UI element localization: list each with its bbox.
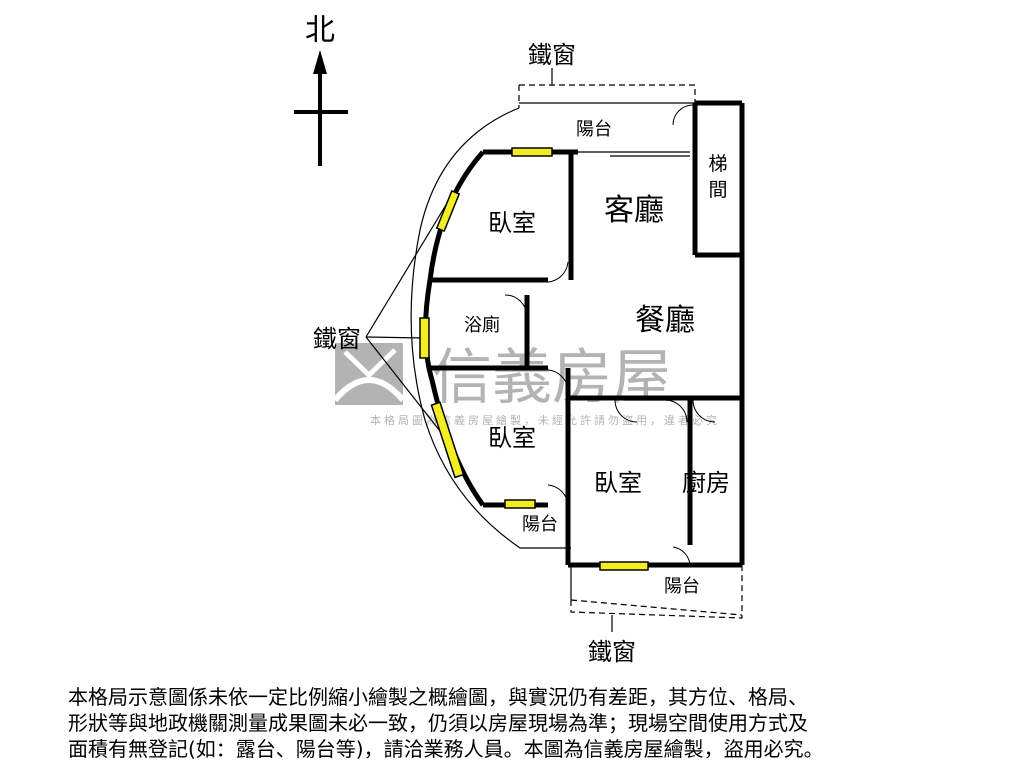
north-label: 北	[305, 13, 335, 48]
disclaimer-line: 本格局示意圖係未依一定比例縮小繪製之概繪圖，與實況仍有差距，其方位、格局、	[68, 685, 808, 709]
disclaimer: 本格局示意圖係未依一定比例縮小繪製之概繪圖，與實況仍有差距，其方位、格局、 形狀…	[68, 684, 968, 762]
floor-plan: 北 信義房屋 本格局圖為信義房屋繪製，未經允許請勿盜用，違者必究	[294, 13, 745, 666]
label-bedroom-1: 臥室	[488, 209, 536, 237]
walls	[422, 100, 745, 568]
watermark-brand: 信義房屋	[432, 343, 672, 413]
label-iron-window-top: 鐵窗	[528, 41, 576, 69]
label-iron-window-left: 鐵窗	[313, 325, 361, 353]
balcony-outlines	[365, 68, 743, 632]
windows	[419, 147, 649, 571]
svg-text:梯: 梯	[708, 153, 727, 175]
label-kitchen: 廚房	[682, 469, 730, 497]
svg-text:間: 間	[708, 179, 727, 201]
label-dining-room: 餐廳	[635, 303, 695, 338]
door-swings	[504, 104, 716, 566]
label-stairwell: 梯 間	[708, 153, 727, 201]
disclaimer-line: 面積有無登記(如：露台、陽台等)，請洽業務人員。本圖為信義房屋繪製，盜用必究。	[68, 737, 824, 761]
label-bathroom: 浴廁	[464, 314, 500, 336]
watermark-notice: 本格局圖為信義房屋繪製，未經允許請勿盜用，違者必究	[370, 413, 720, 427]
watermark-logo	[332, 343, 406, 405]
label-bedroom-3: 臥室	[594, 469, 642, 497]
north-arrow-icon	[294, 50, 348, 166]
label-balcony-left: 陽台	[522, 514, 558, 535]
label-living-room: 客廳	[604, 193, 664, 228]
label-iron-window-bottom: 鐵窗	[588, 638, 636, 666]
disclaimer-line: 形狀等與地政機關測量成果圖未必一致，仍須以房屋現場為準；現場空間使用方式及	[68, 711, 808, 735]
label-balcony-bottom: 陽台	[664, 576, 700, 597]
label-bedroom-2: 臥室	[488, 424, 536, 452]
label-balcony-top: 陽台	[576, 119, 612, 140]
